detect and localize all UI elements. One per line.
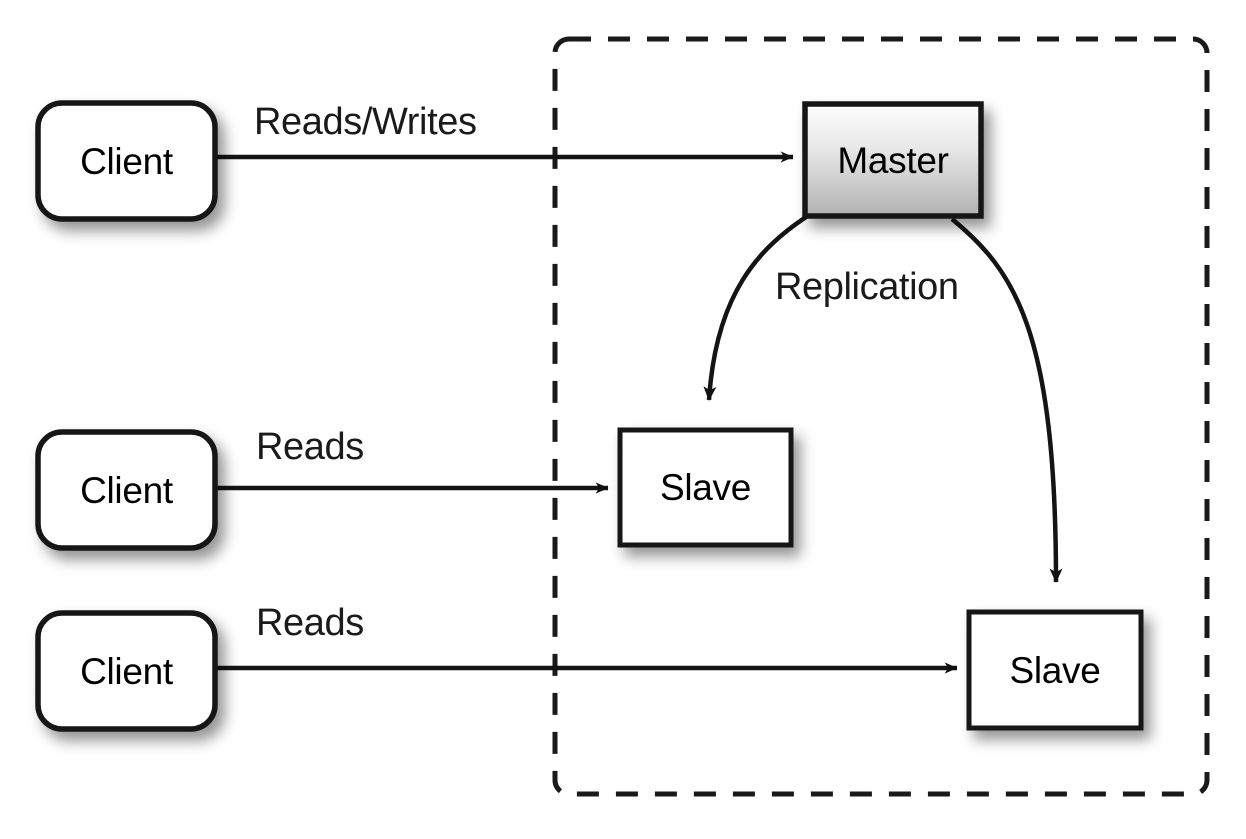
edge-label-replication: Replication [775, 266, 959, 308]
edge-master-slave2-replication [950, 217, 1063, 583]
replication-cluster-boundary [552, 36, 1210, 797]
edge-label-reads-writes: Reads/Writes [254, 101, 477, 143]
edge-master-slave1-replication [703, 215, 808, 401]
node-client-1[interactable] [35, 100, 218, 222]
edge-label-reads-slave-2: Reads [256, 602, 364, 644]
node-master[interactable] [802, 101, 984, 219]
edge-label-reads-slave-1: Reads [256, 426, 364, 468]
node-slave-2[interactable] [966, 609, 1144, 731]
node-client-3[interactable] [35, 610, 218, 732]
node-client-2[interactable] [35, 429, 218, 551]
node-slave-1[interactable] [617, 427, 794, 548]
